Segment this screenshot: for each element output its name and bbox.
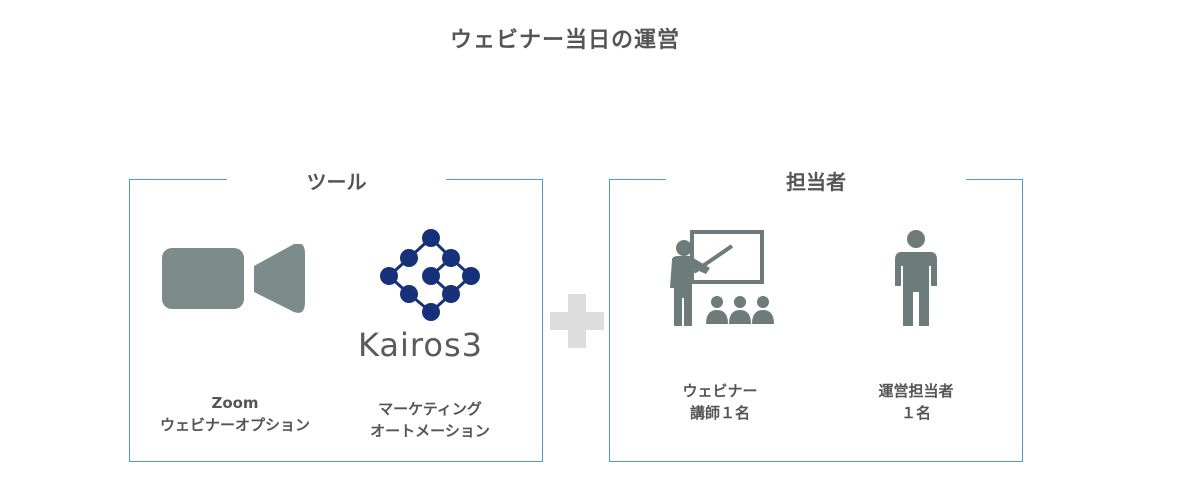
page-title: ウェビナー当日の運営: [449, 28, 680, 53]
tools-panel: ツール: [129, 166, 543, 462]
lecturer-caption: ウェビナー 講師１名: [640, 380, 800, 424]
kairos3-caption-line1: マーケティング: [378, 400, 482, 418]
kairos3-logo-text: Kairos3: [358, 326, 483, 364]
operator-caption: 運営担当者 １名: [836, 380, 996, 424]
lecturer-caption-line2: 講師１名: [689, 404, 750, 422]
kairos3-caption-line2: オートメーション: [370, 422, 490, 440]
presenter-icon: [670, 230, 774, 326]
plus-icon: [550, 294, 604, 348]
kairos3-caption: マーケティング オートメーション: [344, 398, 516, 442]
staff-panel: 担当者 ウェビナー 講師１名 運営担当者 １名: [609, 166, 1023, 462]
lecturer-caption-line1: ウェビナー: [682, 382, 758, 400]
operator-caption-line2: １名: [900, 404, 931, 422]
person-icon: [895, 230, 937, 326]
zoom-caption-line1: Zoom: [211, 394, 259, 412]
staff-panel-label: 担当者: [666, 166, 966, 195]
video-camera-icon: [162, 244, 305, 313]
zoom-caption-line2: ウェビナーオプション: [159, 416, 310, 434]
operator-caption-line1: 運営担当者: [878, 382, 954, 400]
kairos3-logo: Kairos3: [354, 228, 514, 368]
tools-panel-label: ツール: [227, 166, 446, 195]
zoom-caption: Zoom ウェビナーオプション: [132, 392, 338, 436]
